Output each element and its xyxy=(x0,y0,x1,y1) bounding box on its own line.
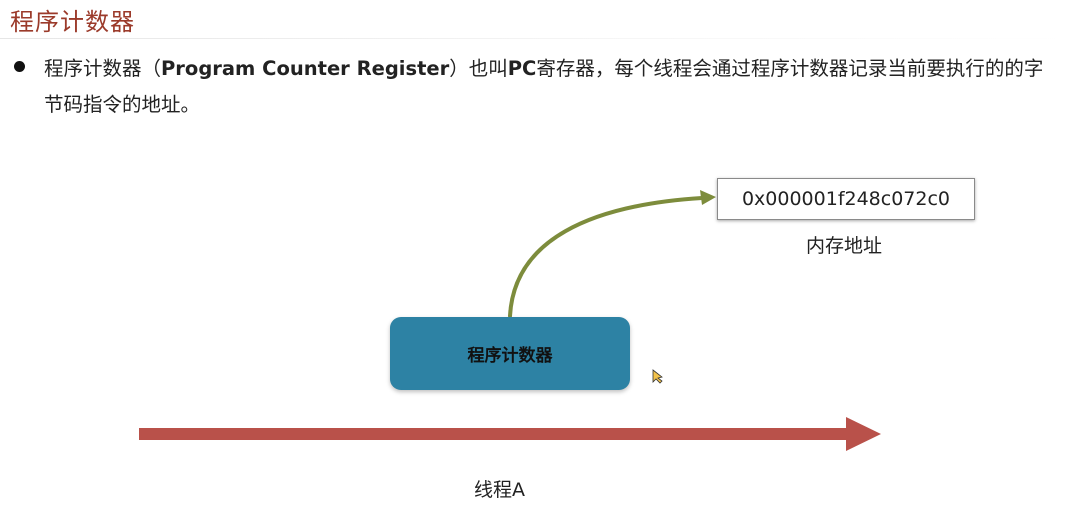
pointer-curve-arrow xyxy=(508,196,704,318)
bullet-dot xyxy=(14,61,25,72)
bullet-text-bold2: PC xyxy=(507,57,537,80)
slide-title: 程序计数器 xyxy=(10,8,135,36)
memory-address-caption: 内存地址 xyxy=(806,235,883,257)
bullet-text-part2: ）也叫 xyxy=(449,57,508,80)
thread-timeline-shaft xyxy=(139,428,851,440)
bullet-text-part1: 程序计数器（ xyxy=(44,57,162,80)
thread-timeline-arrowhead xyxy=(846,417,881,451)
program-counter-box: 程序计数器 xyxy=(390,317,630,390)
thread-label: 线程A xyxy=(474,479,525,501)
bullet-text-part3: 寄存器，每个线程会通过程序计数器记录当前要执行的的字节码指令的地址。 xyxy=(44,57,1044,116)
mouse-cursor-icon xyxy=(652,369,663,384)
memory-address-box: 0x000001f248c072c0 xyxy=(717,178,975,220)
pointer-arrowhead xyxy=(700,190,716,205)
bullet-text-bold1: Program Counter Register xyxy=(161,57,450,80)
title-divider xyxy=(0,38,1069,39)
bullet-paragraph: 程序计数器（Program Counter Register）也叫PC寄存器，每… xyxy=(44,51,1059,123)
